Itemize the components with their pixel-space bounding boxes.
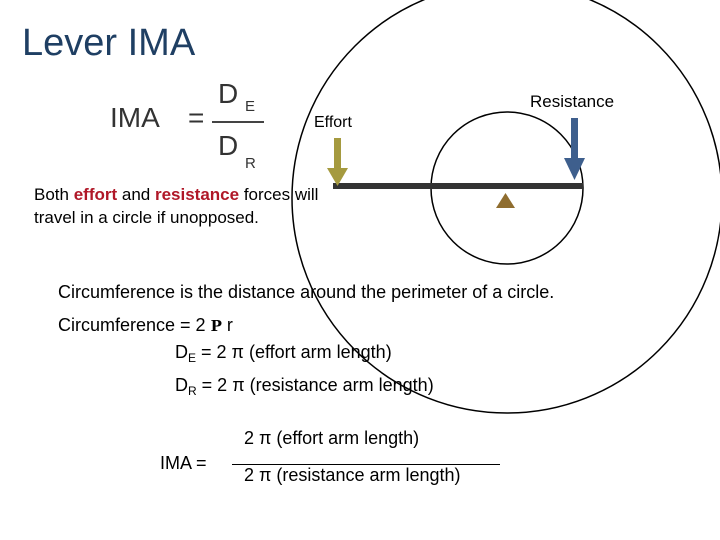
- ima-bottom-fraction-bar: [232, 464, 500, 465]
- resistance-label: Resistance: [530, 92, 615, 111]
- circumference-formula: Circumference = 2 P r: [58, 315, 233, 335]
- resistance-arrow: [564, 118, 585, 180]
- effort-arrow: [327, 138, 348, 186]
- numerator-subscript: E: [245, 98, 256, 115]
- numerator-d: D: [218, 78, 239, 109]
- denominator-subscript: R: [245, 155, 256, 172]
- note-effort: effort: [73, 185, 118, 204]
- note-prefix: Both: [34, 185, 74, 204]
- fraction-bar: [212, 121, 264, 123]
- ima-bottom-denominator: 2 π (resistance arm length): [244, 465, 461, 485]
- pi-symbol: P: [210, 317, 222, 335]
- denominator-d: D: [218, 130, 239, 161]
- circle-note: Both effort and resistance forces will t…: [34, 183, 324, 229]
- lever-beam: [333, 183, 583, 189]
- slide-title: Lever IMA: [22, 22, 196, 64]
- de-formula: DE = 2 π (effort arm length): [175, 342, 392, 365]
- ima-bottom-numerator: 2 π (effort arm length): [244, 428, 420, 448]
- note-suffix: forces will travel in a circle if unoppo…: [34, 185, 319, 227]
- large-circle: [291, 0, 720, 414]
- note-resistance: resistance: [154, 185, 240, 204]
- note-mid: and: [117, 185, 155, 204]
- equals-sign: =: [188, 102, 205, 133]
- circumference-definition: Circumference is the distance around the…: [58, 282, 555, 302]
- effort-label: Effort: [314, 114, 352, 131]
- ima-bottom-label: IMA =: [160, 453, 207, 473]
- fulcrum-triangle: [496, 193, 515, 208]
- dr-formula: DR = 2 π (resistance arm length): [175, 375, 434, 398]
- ima-label: IMA: [110, 102, 160, 133]
